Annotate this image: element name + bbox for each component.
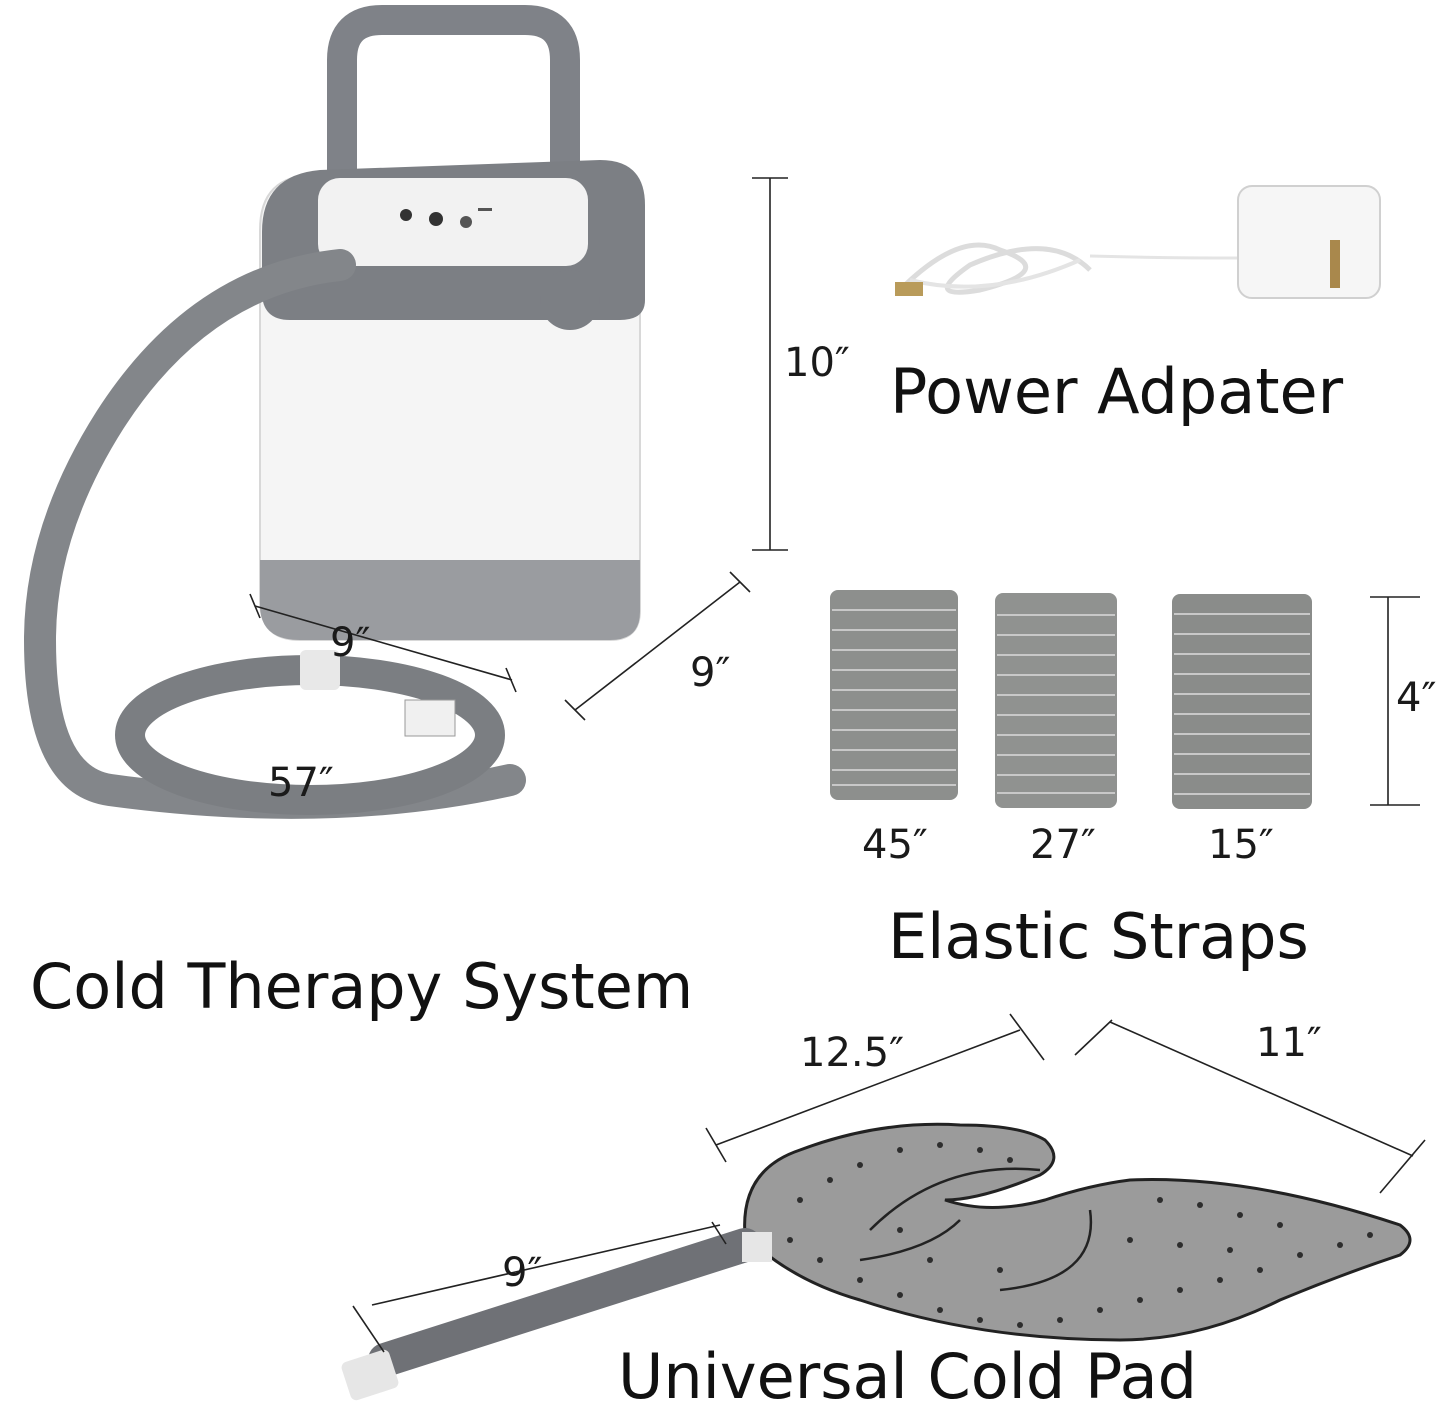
pad-length-label: 12.5″ — [800, 1030, 905, 1076]
device-depth-label: 9″ — [690, 650, 731, 696]
pad-width-label: 11″ — [1256, 1020, 1322, 1066]
strap-length-label-3: 15″ — [1208, 822, 1274, 868]
straps-dimension-line — [1370, 596, 1420, 806]
cold-pad-illustration — [341, 1122, 1412, 1401]
elastic-straps-title: Elastic Straps — [888, 900, 1309, 973]
strap-length-label-2: 27″ — [1030, 822, 1096, 868]
pad-dimension-lines — [352, 1013, 1426, 1353]
device-width-label: 9″ — [330, 620, 371, 666]
straps-height-label: 4″ — [1396, 675, 1437, 721]
cold-therapy-system-title: Cold Therapy System — [30, 950, 694, 1023]
cold-therapy-device-illustration — [23, 5, 645, 819]
strap-length-label-1: 45″ — [862, 822, 928, 868]
power-adapter-illustration — [895, 185, 1381, 299]
device-dimension-lines — [249, 177, 788, 721]
hose-length-label: 57″ — [268, 760, 334, 806]
elastic-straps-illustration — [830, 590, 1312, 809]
universal-cold-pad-title: Universal Cold Pad — [618, 1340, 1197, 1413]
pad-tube-length-label: 9″ — [502, 1250, 543, 1296]
power-adapter-title: Power Adpater — [890, 355, 1344, 428]
device-height-label: 10″ — [784, 340, 850, 386]
